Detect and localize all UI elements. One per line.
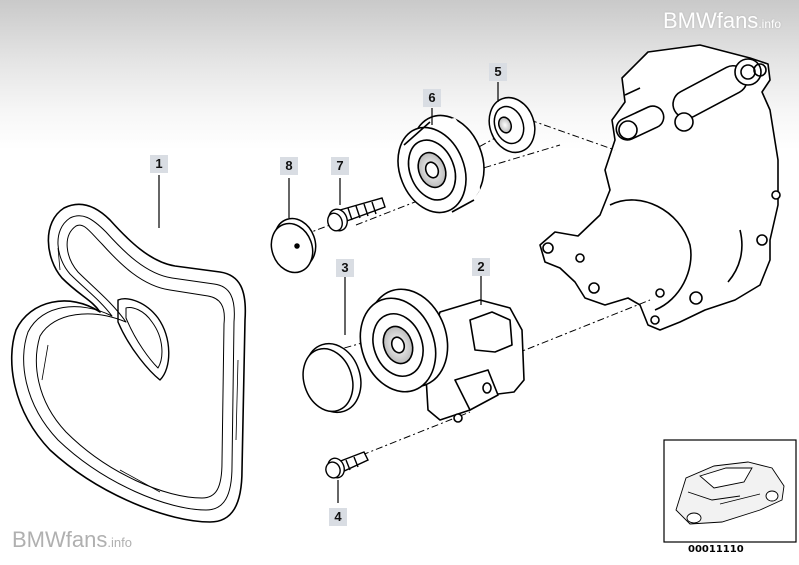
watermark-bottom-suffix: .info [107, 535, 132, 550]
callout-5: 5 [489, 63, 507, 81]
callout-4: 4 [329, 508, 347, 526]
dust-cover-5 [488, 96, 536, 154]
watermark-top-brand: BMWfans [662, 8, 759, 33]
callout-3: 3 [336, 259, 354, 277]
watermark-top: BMWfans.info [663, 8, 781, 34]
idler-pulley-6 [397, 114, 485, 214]
watermark-bottom-brand: BMWfans [12, 527, 108, 552]
callout-8: 8 [280, 157, 298, 175]
callout-leaders [158, 82, 499, 503]
diagram-number: 00011110 [688, 544, 744, 555]
pulley-bolt-7 [327, 197, 386, 232]
tensioner-bolt-4 [325, 451, 369, 479]
watermark-top-suffix: .info [758, 17, 781, 31]
tensioner-cap-3 [302, 342, 362, 414]
drive-belt [10, 203, 247, 523]
car-silhouette-icon [675, 461, 785, 525]
callout-7: 7 [331, 157, 349, 175]
callout-6: 6 [423, 89, 441, 107]
callout-2: 2 [472, 258, 490, 276]
watermark-bottom: BMWfans.info [12, 527, 132, 553]
engine-bracket-housing [539, 44, 781, 331]
belt-tensioner-2 [359, 288, 525, 423]
callout-1: 1 [150, 155, 168, 173]
pulley-cap-8 [270, 217, 317, 274]
car-thumbnail [663, 439, 797, 543]
